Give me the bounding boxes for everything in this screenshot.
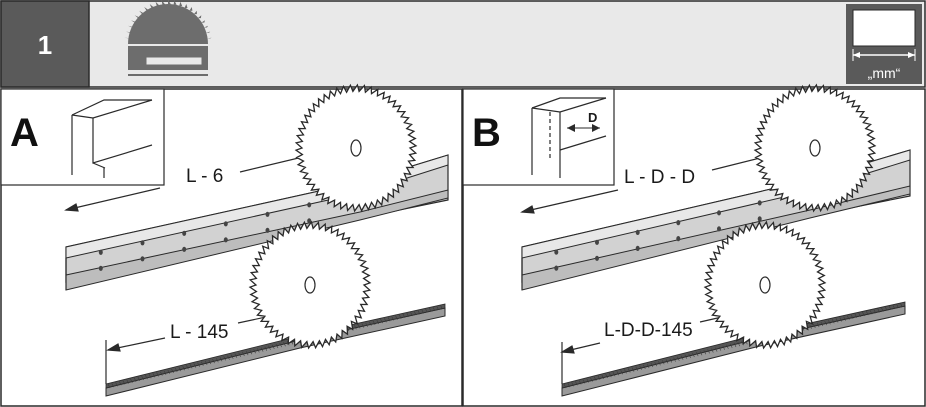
panel-b: B D L	[462, 83, 926, 407]
rail-hole	[635, 229, 640, 235]
measurement-unit-icon: „mm“	[846, 4, 922, 84]
rail-hole	[676, 220, 681, 226]
rail-hole	[182, 230, 187, 236]
dimension-label-b-bottom: L-D-D-145	[604, 320, 693, 341]
saw-blade-a-bottom	[248, 220, 372, 350]
panel-b-letter: B	[472, 111, 501, 155]
rail-hole	[717, 226, 721, 232]
rail-hole	[223, 237, 228, 243]
rail-hole	[98, 265, 103, 271]
rail-hole	[265, 211, 270, 217]
panel-a: A L - 6	[0, 83, 463, 407]
rail-hole	[307, 218, 312, 224]
rail-hole	[182, 246, 187, 252]
rail-hole	[554, 249, 559, 255]
unit-label: „mm“	[868, 65, 901, 81]
step-number: 1	[38, 30, 52, 60]
rail-hole	[676, 236, 681, 242]
dimension-label-a-bottom: L - 145	[170, 322, 228, 343]
rail-hole	[717, 210, 721, 216]
rail-hole	[140, 256, 145, 262]
rail-hole	[265, 227, 270, 233]
saw-blade-a-top	[294, 83, 418, 213]
panel-a-letter: A	[10, 111, 39, 155]
rail-hole	[595, 239, 599, 245]
dimension-label-a-top: L - 6	[186, 166, 223, 187]
header-bar: 1 „mm“	[0, 0, 926, 88]
rail-hole	[757, 200, 762, 206]
saw-blade-b-top	[753, 83, 877, 213]
rail-hole	[554, 265, 559, 271]
step-number-box	[0, 0, 90, 88]
saw-blade-b-bottom	[703, 220, 827, 350]
panel-b-detail-inset: B D	[462, 88, 615, 186]
rail-hole	[757, 216, 762, 222]
circular-saw-icon	[124, 0, 212, 76]
panel-a-detail-inset: A	[0, 88, 165, 186]
detail-label-d: D	[588, 110, 597, 125]
rail-hole	[635, 245, 640, 251]
rail-hole	[140, 240, 145, 246]
rail-hole	[595, 255, 599, 261]
rail-hole	[307, 202, 312, 208]
rail-hole	[98, 249, 103, 255]
rail-hole	[223, 221, 228, 227]
dimension-label-b-top: L - D - D	[624, 167, 695, 188]
